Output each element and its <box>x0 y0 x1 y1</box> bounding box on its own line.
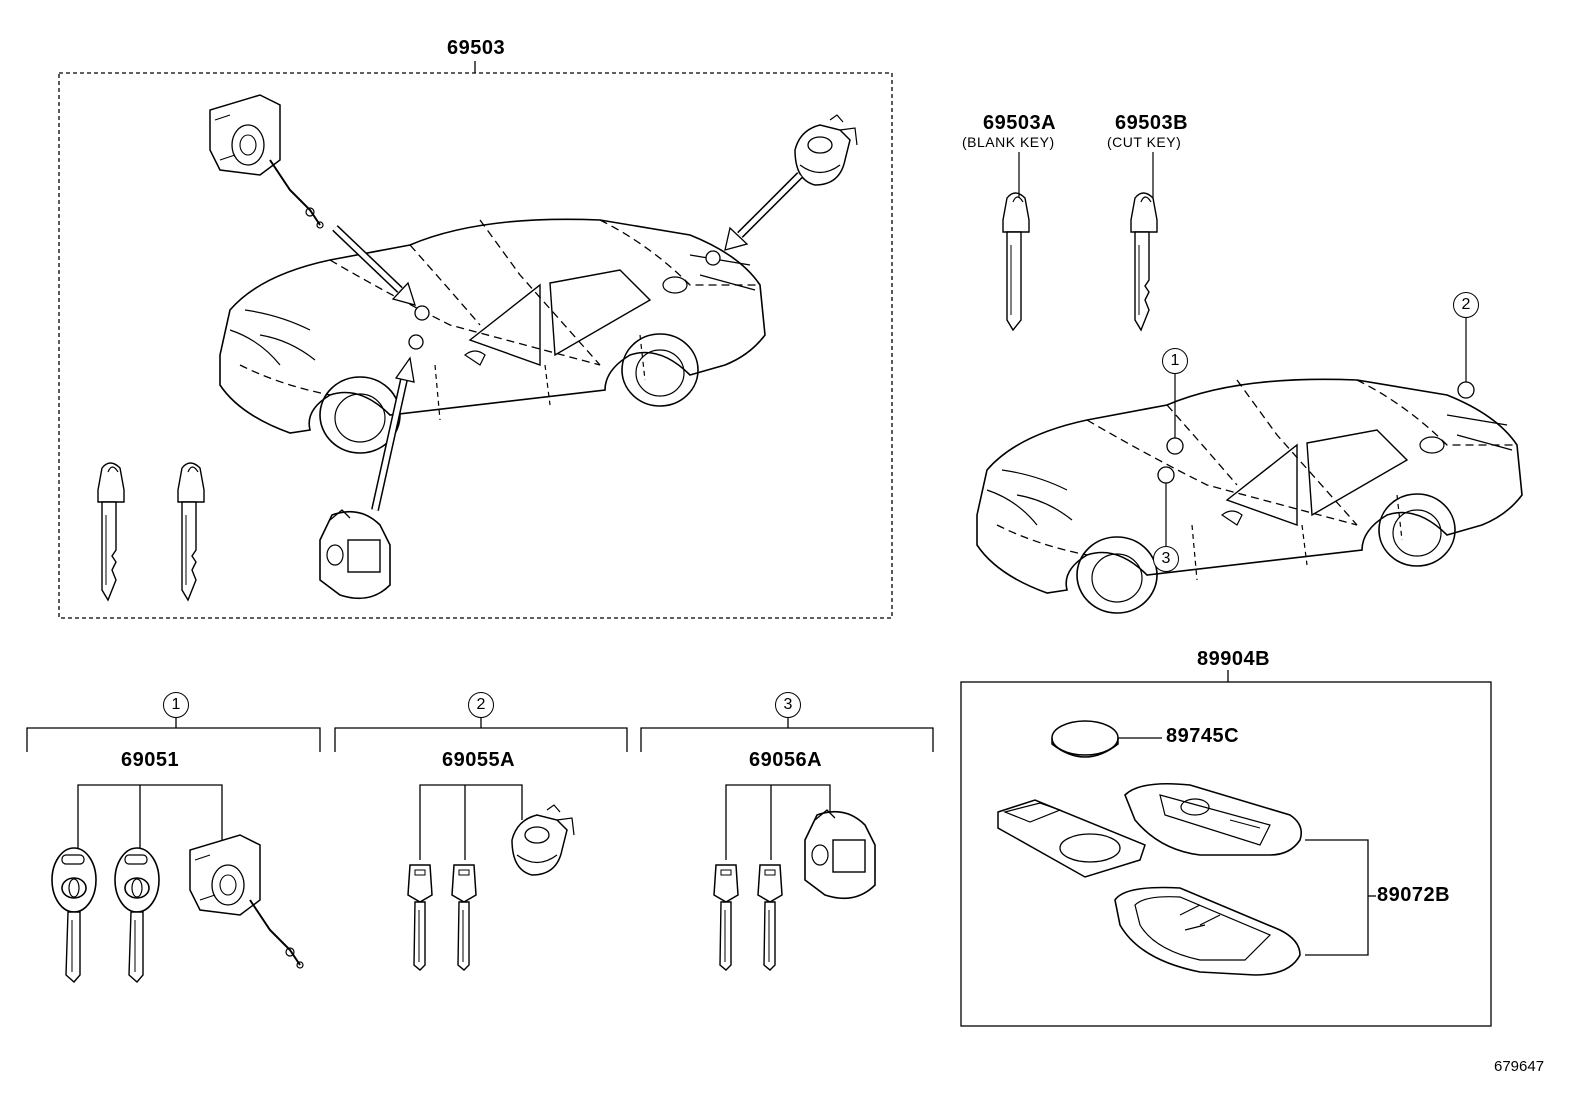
door-lock-cylinder-drawing-2 <box>189 834 304 969</box>
trunk-lock-drawing-g2 <box>511 804 575 876</box>
group3-part-label: 69056A <box>749 749 823 771</box>
main-assembly-label: 69503 <box>447 37 506 59</box>
callout-3-locator: 3 <box>1153 546 1179 572</box>
remote-assembly-label: 89904B <box>1197 648 1271 670</box>
cut-key-drawing-2 <box>177 462 205 601</box>
case-part-label: 89072B <box>1377 884 1451 906</box>
key-drawing-g2-2 <box>451 864 477 971</box>
cut-key-note: (CUT KEY) <box>1107 134 1182 150</box>
callout-1-locator: 1 <box>1162 348 1188 374</box>
cut-key-part-label: 69503B <box>1115 112 1189 134</box>
diagram-id: 679647 <box>1494 1058 1545 1075</box>
case-top-drawing <box>1124 782 1303 856</box>
group2-part-label: 69055A <box>442 749 516 771</box>
remote-key-drawing-1 <box>51 847 97 983</box>
sedan-illustration-main <box>219 218 766 454</box>
group1-bracket <box>26 717 321 850</box>
trunk-lock-cylinder-drawing <box>794 114 858 186</box>
callout-2-group: 2 <box>468 692 494 718</box>
sedan-illustration-locator <box>976 378 1523 614</box>
key-drawing-g3-1 <box>713 864 739 971</box>
circuit-board-drawing <box>997 799 1146 878</box>
cut-key-drawing-1 <box>97 462 125 601</box>
ignition-cylinder-drawing <box>319 509 391 600</box>
group2-bracket <box>334 717 628 860</box>
group3-bracket <box>640 717 934 860</box>
key-drawing-g3-2 <box>757 864 783 971</box>
battery-part-label: 89745C <box>1166 725 1240 747</box>
main-assembly-group <box>58 61 893 619</box>
battery-drawing <box>1051 720 1162 758</box>
cut-key-drawing <box>1130 192 1158 331</box>
callout-3-group: 3 <box>775 692 801 718</box>
door-lock-cylinder-drawing <box>209 94 324 229</box>
arrow-door-lock <box>332 225 416 306</box>
ignition-cylinder-drawing-g3 <box>804 809 876 900</box>
remote-assembly-group <box>960 670 1492 1027</box>
blank-key-part-label: 69503A <box>983 112 1057 134</box>
key-drawing-g2-1 <box>407 864 433 971</box>
arrow-trunk-lock <box>724 172 803 251</box>
callout-1-group: 1 <box>163 692 189 718</box>
arrow-ignition <box>371 356 415 511</box>
blank-key-note: (BLANK KEY) <box>962 134 1055 150</box>
group1-part-label: 69051 <box>121 749 180 771</box>
blank-key-drawing <box>1002 192 1030 331</box>
callout-2-locator: 2 <box>1453 292 1479 318</box>
case-bottom-drawing <box>1114 886 1301 976</box>
remote-key-drawing-2 <box>114 847 160 983</box>
